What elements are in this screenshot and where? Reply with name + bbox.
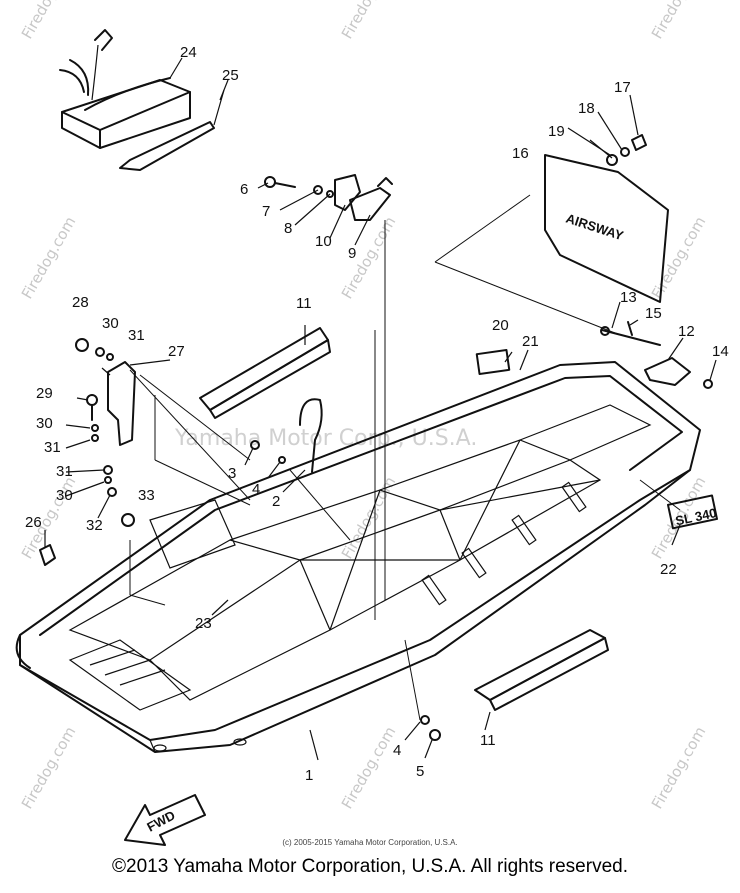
callout-label: 16 (512, 145, 529, 162)
watermark-text: Firedog.com (18, 214, 79, 302)
callout-label: 27 (168, 343, 185, 360)
watermark-logo-text: Yamaha Motor Corp., U.S.A. (174, 426, 477, 451)
runner-strip-part-11-upper (199, 325, 331, 419)
callout-label: 12 (678, 323, 695, 340)
handle-hardware-parts-2-5 (250, 398, 441, 741)
callout-label: 10 (315, 233, 332, 250)
watermark-text: Firedog.com (338, 724, 399, 812)
callout-label: 8 (284, 220, 292, 237)
callout-label: 33 (138, 487, 155, 504)
callout-label: 13 (620, 289, 637, 306)
callout-label: 17 (614, 79, 631, 96)
callout-label: 25 (222, 67, 239, 84)
callout-label: 19 (548, 123, 565, 140)
callout-label: 5 (416, 763, 424, 780)
callout-label: 18 (578, 100, 595, 117)
callout-label: 31 (56, 463, 73, 480)
watermark-text: Firedog.com (18, 724, 79, 812)
callout-label: 7 (262, 203, 270, 220)
foot-bracket-hardware-parts-27-33 (39, 338, 136, 566)
watermark-text: Firedog.com (338, 0, 399, 42)
callout-label: 32 (86, 517, 103, 534)
callout-leaders (44, 57, 717, 761)
callout-label: 15 (645, 305, 662, 322)
rear-flap-part-16: AIRSWAY (544, 134, 669, 303)
callout-label: 29 (36, 385, 53, 402)
callout-label: 6 (240, 181, 248, 198)
callout-label: 21 (522, 333, 539, 350)
leader-lines (129, 194, 681, 721)
hull-part-1 (15, 361, 701, 753)
watermark-text: Firedog.com (18, 0, 79, 42)
copyright-footer: ©2013 Yamaha Motor Corporation, U.S.A. A… (112, 856, 628, 877)
callout-label: 9 (348, 245, 356, 262)
watermark-text: Firedog.com (648, 724, 709, 812)
callout-label: 11 (480, 732, 496, 749)
callout-label: 11 (296, 295, 312, 312)
callout-numbers: 1 2 3 4 4 5 6 7 8 9 10 11 11 12 13 14 15… (25, 44, 729, 784)
callout-label: 14 (712, 343, 729, 360)
seat-assembly-part-24 (59, 29, 191, 149)
callout-label: 1 (305, 767, 313, 784)
watermark-text: Firedog.com (648, 0, 709, 42)
small-copyright-note: (c) 2005-2015 Yamaha Motor Corporation, … (282, 838, 458, 847)
callout-label: 23 (195, 615, 212, 632)
callout-label: 24 (180, 44, 197, 61)
callout-label: 20 (492, 317, 509, 334)
callout-label: 30 (102, 315, 119, 332)
rear-bracket-parts-12-15 (600, 321, 713, 389)
callout-label: 30 (56, 487, 73, 504)
runner-strip-part-11-lower (474, 629, 609, 711)
callout-label: 28 (72, 294, 89, 311)
callout-label: 31 (44, 439, 61, 456)
callout-label: 31 (128, 327, 145, 344)
strap-part-25 (119, 89, 225, 171)
bracket-hardware-parts-6-10 (264, 174, 393, 221)
callout-label: 30 (36, 415, 53, 432)
callout-label: 4 (252, 481, 260, 498)
callout-label: 4 (393, 742, 401, 759)
rear-flap-decal-text: AIRSWAY (564, 211, 626, 244)
callout-label: 26 (25, 514, 42, 531)
callout-label: 22 (660, 561, 677, 578)
callout-label: 2 (272, 493, 280, 510)
watermark-text: Firedog.com (648, 214, 709, 302)
callout-label: 3 (228, 465, 236, 482)
